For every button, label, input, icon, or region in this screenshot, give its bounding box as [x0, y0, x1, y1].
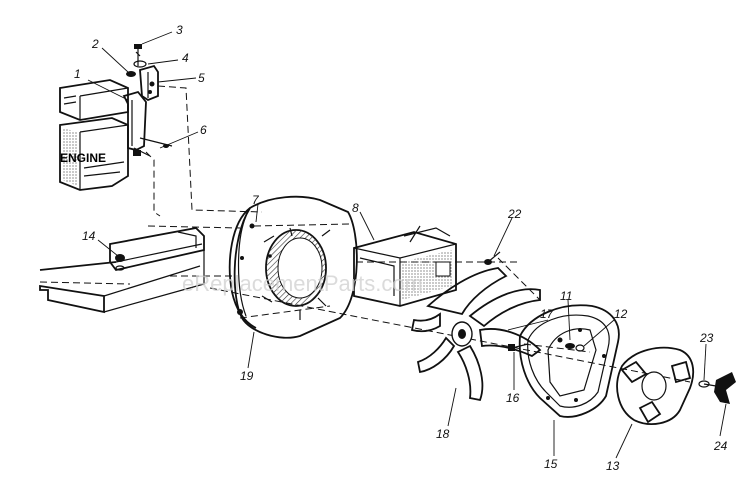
impeller-fan: [410, 267, 542, 402]
callout-15: 15: [544, 457, 558, 471]
cover-plate: [518, 304, 620, 418]
screw-11: [565, 343, 575, 349]
base-plate: [39, 227, 205, 314]
discharge-chute: [353, 225, 457, 307]
callout-numbers: 1 2 3 4 5 6 7 8 11 12 13 14 15 16 17 18 …: [74, 23, 728, 473]
callout-16: 16: [506, 391, 520, 405]
callout-11: 11: [560, 289, 572, 303]
nut-2: [126, 71, 136, 77]
watermark: eReplacementParts.com: [182, 271, 423, 296]
mount-bracket: [122, 44, 173, 157]
callout-22: 22: [507, 207, 522, 221]
guard-disc: [616, 346, 695, 425]
callout-5: 5: [198, 71, 205, 85]
callout-6: 6: [200, 123, 207, 137]
callout-8: 8: [352, 201, 359, 215]
screw-5: [149, 81, 155, 87]
washer-12: [575, 344, 585, 352]
callout-3: 3: [176, 23, 183, 37]
washer-4: [133, 60, 147, 68]
callout-24: 24: [713, 439, 728, 453]
wing-nut-24: [703, 372, 736, 404]
callout-23: 23: [699, 331, 714, 345]
leader-lines: [87, 31, 727, 459]
callout-4: 4: [182, 51, 189, 65]
callout-17: 17: [540, 307, 555, 321]
callout-19: 19: [240, 369, 254, 383]
callout-7: 7: [252, 193, 260, 207]
callout-1: 1: [74, 67, 81, 81]
callout-13: 13: [606, 459, 620, 473]
callout-2: 2: [91, 37, 99, 51]
callout-18: 18: [436, 427, 450, 441]
bolt-22: [484, 251, 501, 265]
engine-assembly: ENGINE: [59, 79, 129, 191]
engine-label: ENGINE: [60, 151, 106, 165]
callout-12: 12: [614, 307, 628, 321]
washer-23: [698, 380, 710, 388]
blower-housing: [228, 195, 358, 339]
bolt-3: [134, 44, 142, 49]
callout-14: 14: [82, 229, 96, 243]
